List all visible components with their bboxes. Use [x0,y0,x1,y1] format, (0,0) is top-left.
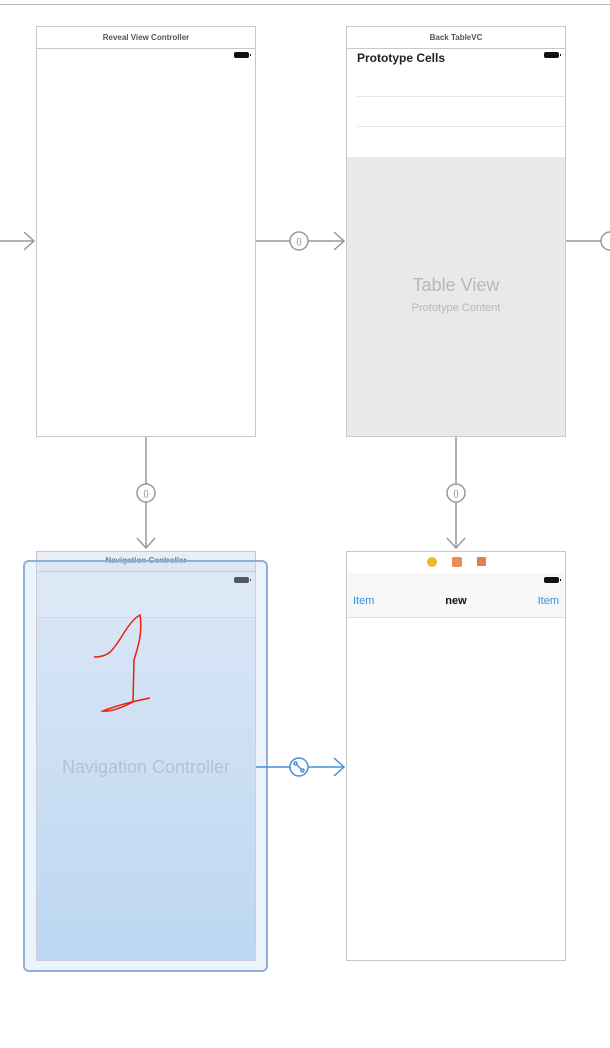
battery-icon [544,52,561,58]
prototype-cells-header: Prototype Cells [357,51,446,65]
embed-segue-icon: {} [143,489,149,498]
table-view-label: Table View [412,275,500,295]
battery-icon [234,52,251,58]
navigation-bar: Item new Item [347,573,565,618]
embed-segue-icon: {} [453,489,459,498]
navigation-controller-label: Navigation Controller [61,757,231,777]
reveal-view-controller-scene[interactable]: Reveal View Controller [36,26,256,437]
initial-arrow [0,231,36,251]
scene-title: Reveal View Controller [37,27,255,49]
segue-nav-root-relationship [256,757,346,777]
selection-highlight [23,560,268,972]
navigation-title: new [445,595,467,607]
navigation-bar [37,573,255,618]
scene-title: Back TableVC [347,27,565,49]
first-responder-icon[interactable] [427,557,437,567]
segue-table-right [566,231,610,251]
top-divider [0,4,610,5]
segue-table-to-new [446,437,466,550]
exit-cube-icon[interactable] [452,557,462,567]
table-view[interactable]: Table View Prototype Content [347,157,565,436]
segue-reveal-to-nav [136,437,156,550]
right-bar-item[interactable]: Item [537,595,559,607]
left-bar-item[interactable]: Item [353,595,375,607]
embed-segue-icon: {} [296,237,302,246]
new-view-controller-scene[interactable]: Item new Item [346,551,566,961]
scene-dock [347,552,565,574]
view-controller-exit-icon[interactable] [477,557,486,566]
cell-separator [357,126,565,127]
battery-icon [544,577,561,583]
segue-reveal-to-table [256,231,346,251]
battery-icon [234,577,251,583]
back-tablevc-scene[interactable]: Back TableVC Prototype Cells Table View … [346,26,566,437]
cell-separator [357,96,565,97]
table-view-sublabel: Prototype Content [411,302,501,314]
